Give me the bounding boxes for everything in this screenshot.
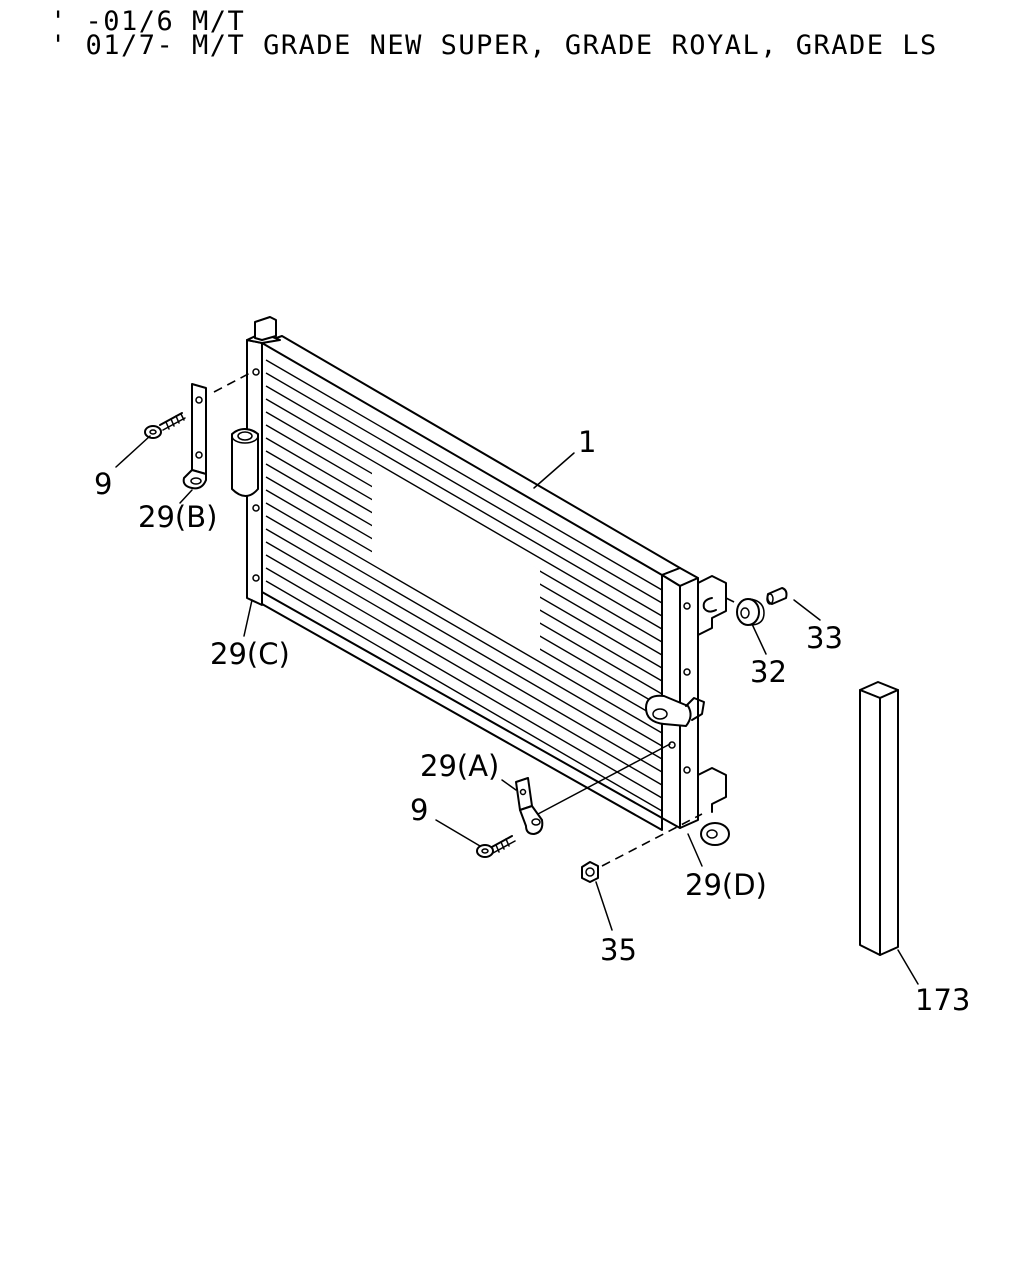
callout-29c: 29(C)	[210, 637, 290, 671]
bolt-lower[interactable]	[476, 835, 516, 858]
callout-leaders	[115, 435, 919, 985]
leader-bracket-b-to-tank	[213, 371, 253, 393]
nut[interactable]	[581, 861, 599, 883]
leader-cushion-dash	[725, 597, 739, 605]
seal[interactable]	[859, 681, 899, 956]
callout-173: 173	[915, 983, 970, 1017]
header-line-1: ' -01/6 M/T	[50, 6, 245, 37]
pin[interactable]	[766, 587, 788, 605]
leader-nut-to-tank	[601, 813, 703, 867]
callout-35: 35	[600, 933, 637, 967]
callout-33: 33	[806, 621, 843, 655]
cushion[interactable]	[736, 598, 765, 626]
callout-29d: 29(D)	[685, 868, 767, 902]
callout-29a: 29(A)	[420, 749, 499, 783]
callout-9-lower: 9	[410, 793, 428, 827]
callout-29b: 29(B)	[138, 500, 217, 534]
condenser-core	[265, 359, 663, 812]
condenser[interactable]	[231, 316, 730, 846]
bolt-upper[interactable]	[144, 412, 186, 439]
callout-1: 1	[578, 425, 596, 459]
header-line-2: ' 01/7- M/T GRADE NEW SUPER, GRADE ROYAL…	[50, 30, 938, 61]
callout-9-upper: 9	[94, 467, 112, 501]
callout-32: 32	[750, 655, 787, 689]
leader-bracket-a-to-tank	[537, 743, 671, 815]
bracket-b[interactable]	[182, 383, 207, 490]
bracket-a[interactable]	[515, 777, 544, 835]
